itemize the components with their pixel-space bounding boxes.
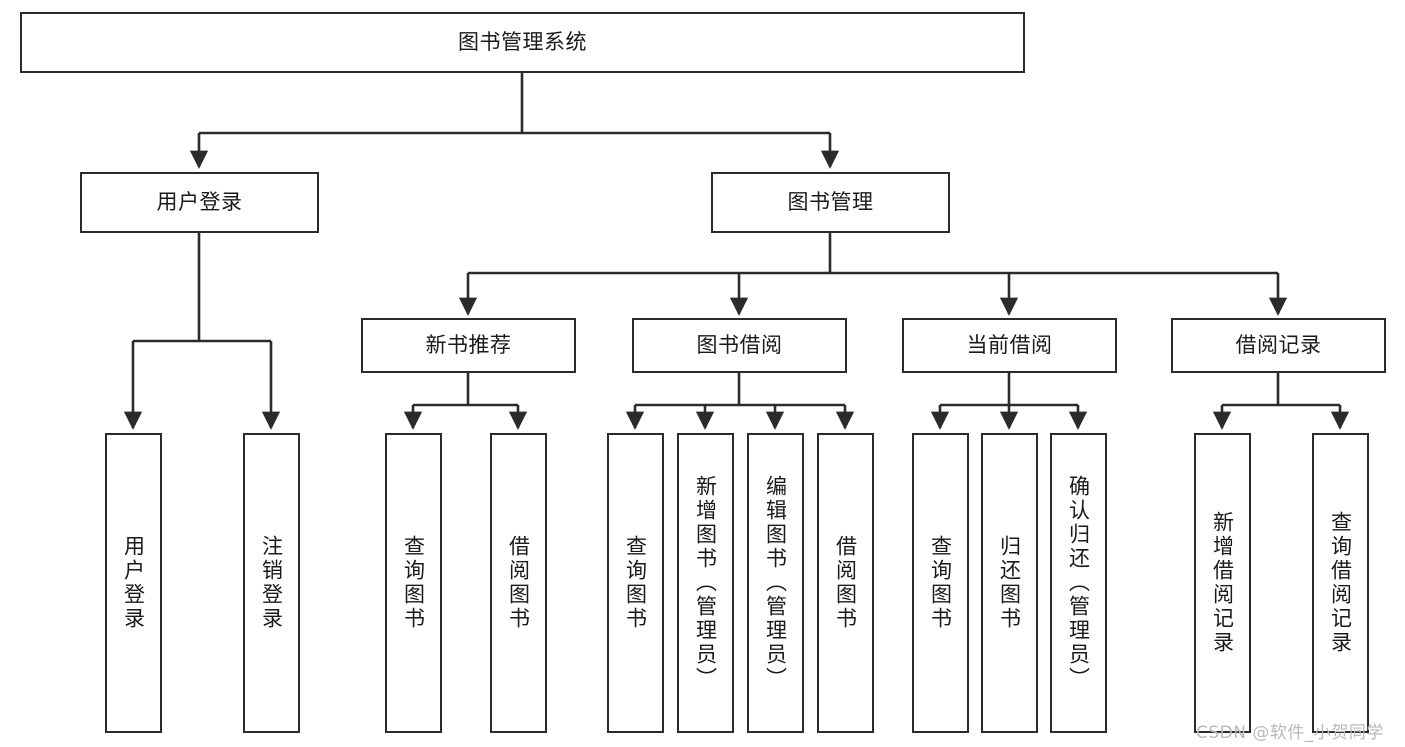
leaf-query-book-3-label: 查询图书 [928,535,953,631]
node-book-borrow-label: 图书借阅 [696,333,783,358]
leaf-query-record[interactable]: 查询借阅记录 [1312,433,1369,733]
leaf-confirm-return[interactable]: 确认归还（管理员） [1050,433,1107,733]
leaf-borrow-book-1[interactable]: 借阅图书 [490,433,547,733]
node-book-manage-label: 图书管理 [787,190,874,215]
leaf-logout-label: 注销登录 [259,535,284,631]
leaf-query-book-1[interactable]: 查询图书 [385,433,442,733]
leaf-logout[interactable]: 注销登录 [243,433,300,733]
leaf-borrow-book-2[interactable]: 借阅图书 [817,433,874,733]
node-new-book-recommend[interactable]: 新书推荐 [361,318,576,373]
leaf-borrow-book-1-label: 借阅图书 [506,535,531,631]
leaf-query-book-2[interactable]: 查询图书 [607,433,664,733]
node-current-borrow[interactable]: 当前借阅 [902,318,1117,373]
leaf-query-book-1-label: 查询图书 [401,535,426,631]
leaf-edit-book-label: 编辑图书（管理员） [763,475,788,691]
leaf-add-record[interactable]: 新增借阅记录 [1194,433,1251,733]
node-borrow-record-label: 借阅记录 [1235,333,1322,358]
node-book-borrow[interactable]: 图书借阅 [632,318,847,373]
leaf-user-login-label: 用户登录 [121,535,146,631]
node-current-borrow-label: 当前借阅 [966,333,1053,358]
leaf-confirm-return-label: 确认归还（管理员） [1066,475,1091,691]
node-book-manage[interactable]: 图书管理 [711,172,950,233]
leaf-user-login[interactable]: 用户登录 [105,433,162,733]
leaf-query-book-2-label: 查询图书 [623,535,648,631]
node-borrow-record[interactable]: 借阅记录 [1171,318,1386,373]
leaf-query-record-label: 查询借阅记录 [1328,511,1353,655]
node-user-login[interactable]: 用户登录 [80,172,319,233]
node-root[interactable]: 图书管理系统 [20,12,1025,73]
leaf-add-book[interactable]: 新增图书（管理员） [677,433,734,733]
leaf-add-book-label: 新增图书（管理员） [693,475,718,691]
leaf-edit-book[interactable]: 编辑图书（管理员） [747,433,804,733]
leaf-return-book-label: 归还图书 [997,535,1022,631]
leaf-return-book[interactable]: 归还图书 [981,433,1038,733]
leaf-borrow-book-2-label: 借阅图书 [833,535,858,631]
leaf-query-book-3[interactable]: 查询图书 [912,433,969,733]
leaf-add-record-label: 新增借阅记录 [1210,511,1235,655]
node-new-book-recommend-label: 新书推荐 [425,333,512,358]
node-user-login-label: 用户登录 [156,190,243,215]
node-root-label: 图书管理系统 [458,30,587,55]
